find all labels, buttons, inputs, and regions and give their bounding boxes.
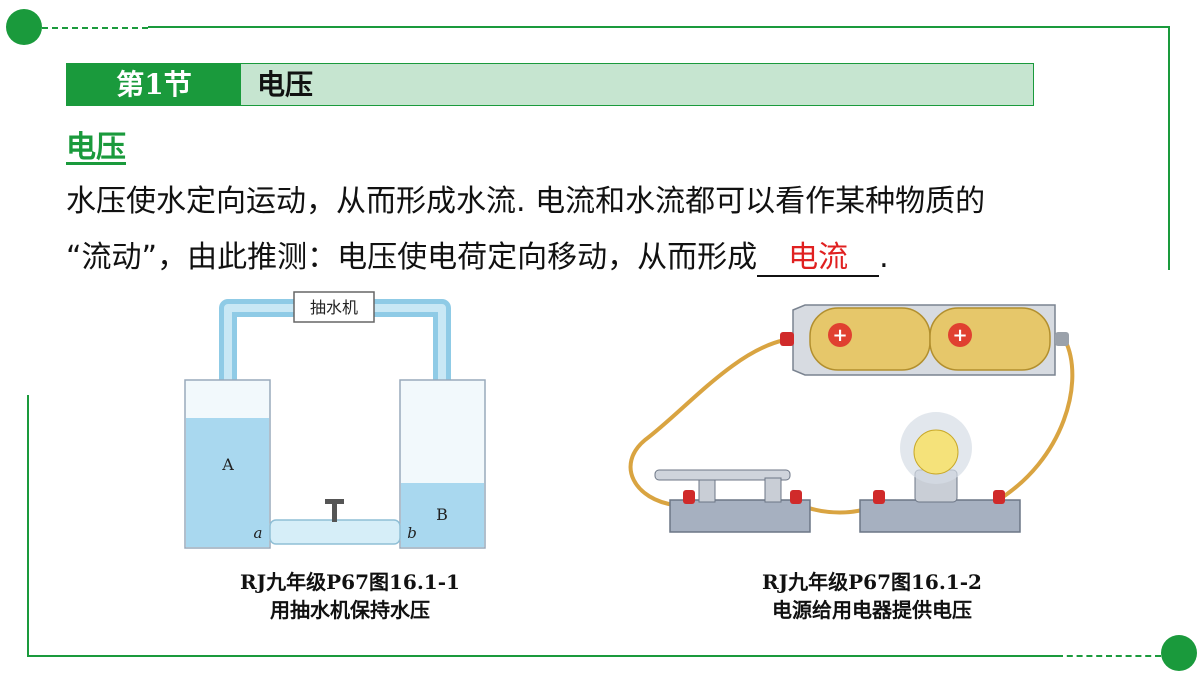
bottom-frame-line xyxy=(27,655,1057,657)
pump-label: 抽水机 xyxy=(310,298,358,317)
valve-stem xyxy=(332,502,337,522)
bottom-tube xyxy=(269,519,401,545)
lamp-base xyxy=(859,499,1021,533)
left-frame-line xyxy=(27,395,29,657)
figure2-caption-line2: 电源给用电器提供电压 xyxy=(772,598,972,622)
switch-terminal-left xyxy=(683,490,695,504)
figure2-caption: RJ九年级P67图16.1-2 电源给用电器提供电压 xyxy=(722,568,1022,624)
water-b xyxy=(401,483,484,547)
figure2-caption-line1: RJ九年级P67图16.1-2 xyxy=(762,570,982,594)
water-a xyxy=(186,418,269,547)
battery-terminal-left xyxy=(780,332,794,346)
water-pump-figure: 抽水机 A B a b xyxy=(184,291,486,549)
plus-icon-2 xyxy=(948,323,972,347)
figure1-caption-line2: 用抽水机保持水压 xyxy=(270,598,430,622)
wire-left xyxy=(628,338,786,507)
top-dash-line xyxy=(42,27,148,29)
label-a-big: A xyxy=(221,455,234,474)
lamp-terminal-left xyxy=(873,490,885,504)
bottom-right-dot xyxy=(1161,635,1197,671)
paragraph-line-2: “流动”，由此推测：电压使电荷定向移动，从而形成电流. xyxy=(66,232,1156,277)
pump-box xyxy=(293,291,375,323)
battery-terminal-right xyxy=(1055,332,1069,346)
label-a-small: a xyxy=(254,524,263,542)
topic-heading: 电压 xyxy=(66,130,126,165)
lamp-bulb xyxy=(913,429,959,475)
bottom-dash-line xyxy=(1057,655,1161,657)
label-b-small: b xyxy=(407,524,417,542)
valve-handle xyxy=(325,499,344,504)
line2-prefix: “流动”，由此推测：电压使电荷定向移动，从而形成 xyxy=(66,240,758,275)
wire-right xyxy=(993,339,1075,504)
switch-blade xyxy=(654,469,791,481)
figure1-caption: RJ九年级P67图16.1-1 用抽水机保持水压 xyxy=(200,568,500,624)
circuit-figure: + + xyxy=(628,304,1075,533)
lamp-terminal-right xyxy=(993,490,1005,504)
section-header: 第1节 电压 xyxy=(66,63,1034,106)
switch-terminal-right xyxy=(790,490,802,504)
paragraph-line-1: 水压使水定向运动，从而形成水流. 电流和水流都可以看作某种物质的 xyxy=(66,184,986,219)
label-b-big: B xyxy=(436,505,448,524)
section-header-title: 电压 xyxy=(257,68,314,101)
svg-text:+: + xyxy=(952,325,967,346)
section-tag: 第1节 xyxy=(67,64,241,105)
switch-contact xyxy=(764,477,782,503)
right-frame-line xyxy=(1168,26,1170,270)
battery-cell-1 xyxy=(809,307,931,371)
svg-text:+: + xyxy=(832,325,847,346)
top-frame-line xyxy=(148,26,1170,28)
line2-suffix: . xyxy=(879,240,889,275)
switch-base xyxy=(669,499,811,533)
answer-blank: 电流 xyxy=(757,241,880,277)
figure1-caption-line1: RJ九年级P67图16.1-1 xyxy=(240,570,460,594)
battery-cell-2 xyxy=(929,307,1051,371)
top-left-dot xyxy=(6,9,42,45)
plus-icon-1 xyxy=(828,323,852,347)
